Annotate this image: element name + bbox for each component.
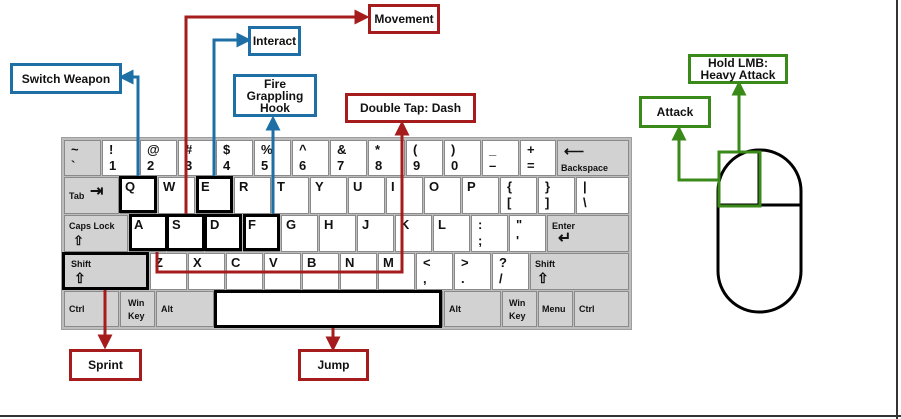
key-slash: ?/ xyxy=(492,253,529,290)
key-backspace: ⟵ Backspace xyxy=(557,140,629,176)
key-semicolon: :; xyxy=(471,215,508,252)
frame-border-right xyxy=(896,0,898,419)
key-period: >. xyxy=(454,253,491,290)
key-ctrl-right: Ctrl xyxy=(574,291,629,327)
key-t: T xyxy=(272,177,309,214)
label-interact: Interact xyxy=(248,26,301,56)
key-8: *8 xyxy=(368,140,405,176)
key-w: W xyxy=(158,177,195,214)
key-caps-lock: Caps Lock ⇧ xyxy=(64,215,128,252)
key-p: P xyxy=(462,177,499,214)
key-backslash: |\ xyxy=(576,177,629,214)
highlight-f xyxy=(243,214,280,251)
key-space xyxy=(215,291,443,327)
key-r: R xyxy=(234,177,271,214)
key-shift-right: Shift ⇧ xyxy=(530,253,629,290)
highlight-a xyxy=(129,214,168,251)
key-win-left: Win Key xyxy=(120,291,155,327)
key-enter: Enter ↵ xyxy=(547,215,629,252)
key-6: ^6 xyxy=(292,140,329,176)
key-2: @2 xyxy=(140,140,177,176)
label-movement: Movement xyxy=(368,4,440,34)
highlight-shift xyxy=(62,252,149,290)
key-alt-right: Alt xyxy=(444,291,501,327)
key-9: (9 xyxy=(406,140,443,176)
key-win-right: Win Key xyxy=(502,291,537,327)
key-right-bracket: }] xyxy=(538,177,575,214)
key-minus: _– xyxy=(482,140,519,176)
key-3: #3 xyxy=(178,140,215,176)
label-attack: Attack xyxy=(639,96,711,128)
key-equals: += xyxy=(520,140,556,176)
key-o: O xyxy=(424,177,461,214)
label-switch-weapon: Switch Weapon xyxy=(10,63,122,94)
highlight-space xyxy=(214,290,442,328)
key-a: A xyxy=(129,215,166,252)
movement-connector xyxy=(184,9,370,216)
key-tab: Tab ⇥ xyxy=(64,177,119,214)
key-7: &7 xyxy=(330,140,367,176)
backspace-arrow-icon: ⟵ xyxy=(564,143,585,159)
key-y: Y xyxy=(310,177,347,214)
key-tilde: ~ ` xyxy=(64,140,101,176)
key-l: L xyxy=(433,215,470,252)
key-0: )0 xyxy=(444,140,481,176)
switch-weapon-connector xyxy=(118,69,140,178)
shift-arrow-icon: ⇧ xyxy=(74,270,86,286)
label-fire-grappling-hook: Fire Grappling Hook xyxy=(233,74,317,117)
highlight-d xyxy=(204,214,242,251)
key-g: G xyxy=(281,215,318,252)
dash-connector xyxy=(155,120,410,274)
frame-border-bottom xyxy=(0,415,901,417)
label-double-tap-dash: Double Tap: Dash xyxy=(345,93,476,123)
key-left-bracket: {[ xyxy=(500,177,537,214)
key-4: $4 xyxy=(216,140,253,176)
key-menu: Menu xyxy=(538,291,573,327)
highlight-s xyxy=(166,214,205,251)
key-ctrl-left: Ctrl xyxy=(64,291,119,327)
interact-connector xyxy=(212,32,252,178)
key-i: I xyxy=(386,177,423,214)
key-j: J xyxy=(357,215,394,252)
tab-arrow-icon: ⇥ xyxy=(90,183,104,200)
enter-arrow-icon: ↵ xyxy=(558,230,572,247)
label-hold-lmb-heavy-attack: Hold LMB: Heavy Attack xyxy=(688,54,788,84)
key-quote: "' xyxy=(509,215,546,252)
key-alt-left: Alt xyxy=(156,291,214,327)
key-comma: <, xyxy=(416,253,453,290)
attack-connector xyxy=(671,125,719,182)
label-jump: Jump xyxy=(298,349,369,381)
keyboard: ~ ` !1 @2 #3 $4 %5 ^6 &7 *8 (9 )0 xyxy=(61,137,632,330)
shift-right-arrow-icon: ⇧ xyxy=(537,270,549,286)
label-sprint: Sprint xyxy=(69,349,142,381)
caps-lock-arrow-icon: ⇧ xyxy=(73,233,84,248)
highlight-q xyxy=(119,176,157,213)
key-u: U xyxy=(348,177,385,214)
highlight-e xyxy=(196,176,233,213)
key-h: H xyxy=(319,215,356,252)
